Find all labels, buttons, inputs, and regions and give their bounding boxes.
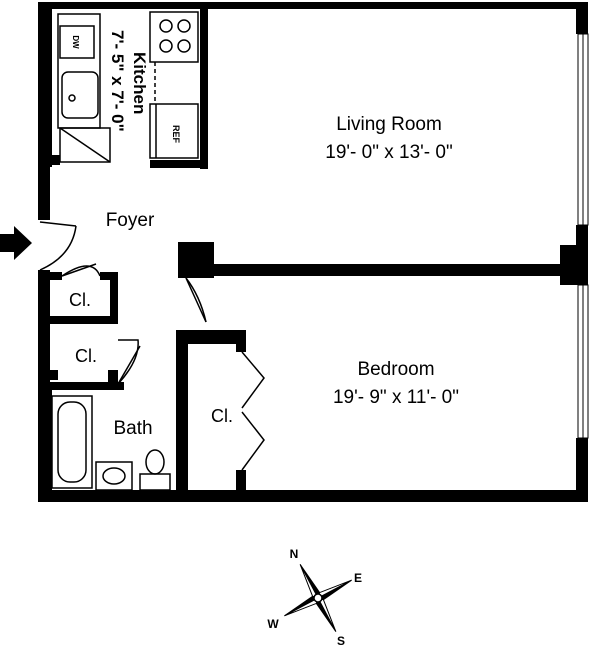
- kitchen-dimensions: 7'- 5" x 7'- 0": [108, 30, 127, 132]
- bedroom-door: [185, 277, 207, 323]
- foyer-label: Foyer: [106, 210, 155, 231]
- compass-east: E: [354, 571, 362, 585]
- bedroom-name: Bedroom: [357, 359, 434, 380]
- kitchen-walls: [38, 9, 208, 169]
- exterior-walls: [38, 2, 588, 502]
- entry-arrow-icon: [0, 226, 32, 260]
- closet-label-bedroom: Cl.: [211, 406, 233, 426]
- closet-label-upper: Cl.: [69, 290, 91, 310]
- compass-south: S: [337, 634, 345, 648]
- bath-fixtures: [51, 395, 171, 491]
- compass-north: N: [290, 547, 299, 561]
- windows: [577, 33, 589, 439]
- bath-label: Bath: [113, 418, 152, 439]
- living-room-dimensions: 19'- 0" x 13'- 0": [325, 142, 452, 163]
- bedroom-dimensions: 19'- 9" x 11'- 0": [333, 387, 459, 408]
- closet-doors: [61, 263, 141, 385]
- bedroom-closet-doors: [241, 351, 265, 471]
- closet-walls: [38, 272, 186, 500]
- entry-door: [39, 221, 77, 271]
- kitchen-counters: [57, 11, 199, 163]
- kitchen-name: Kitchen: [130, 52, 149, 114]
- compass-west: W: [267, 617, 279, 631]
- refrigerator-label: REF: [171, 125, 181, 144]
- closet-label-lower: Cl.: [75, 346, 97, 366]
- dishwasher-label: DW: [71, 35, 80, 49]
- living-room-name: Living Room: [336, 114, 442, 135]
- compass-rose-icon: [284, 564, 352, 632]
